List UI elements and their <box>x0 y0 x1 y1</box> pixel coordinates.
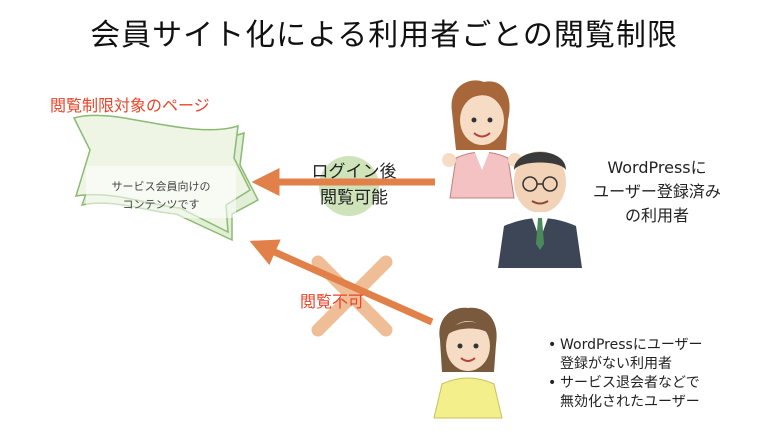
registered-users-line: ユーザー登録済み <box>593 182 721 201</box>
allowed-label: ログイン後 閲覧可能 <box>298 159 410 211</box>
allowed-label-line: ログイン後 <box>311 162 397 182</box>
target-page-label: 閲覧制限対象のページ <box>50 96 210 115</box>
list-item-line: 登録がない利用者 <box>560 356 672 372</box>
allowed-circle <box>319 156 379 216</box>
registered-users-label: WordPressに ユーザー登録済み の利用者 <box>572 156 742 228</box>
document-text-line: コンテンツです <box>122 198 200 211</box>
document-text: サービス会員向けの コンテンツです <box>90 178 232 214</box>
document-text-line: サービス会員向けの <box>111 180 211 193</box>
man-user-icon <box>498 151 582 268</box>
denied-arrow <box>249 239 434 326</box>
registered-users-line: の利用者 <box>624 206 689 225</box>
girl-user-icon <box>433 307 503 419</box>
allowed-label-line: 閲覧可能 <box>320 188 388 208</box>
list-item: サービス退会者などで 無効化されたユーザー <box>548 374 703 412</box>
list-item-line: サービス退会者などで <box>560 375 700 391</box>
scroll-document-icon <box>72 114 260 242</box>
registered-users-line: WordPressに <box>607 158 707 177</box>
list-item-line: WordPressにユーザー <box>560 337 703 353</box>
denied-label: 閲覧不可 <box>300 292 365 311</box>
list-item-line: 無効化されたユーザー <box>560 394 700 410</box>
diagram-title: 会員サイト化による利用者ごとの閲覧制限 <box>90 18 678 53</box>
unregistered-users-list: WordPressにユーザー 登録がない利用者 サービス退会者などで 無効化され… <box>548 336 703 412</box>
woman-user-icon <box>442 80 522 199</box>
list-item: WordPressにユーザー 登録がない利用者 <box>548 336 703 374</box>
